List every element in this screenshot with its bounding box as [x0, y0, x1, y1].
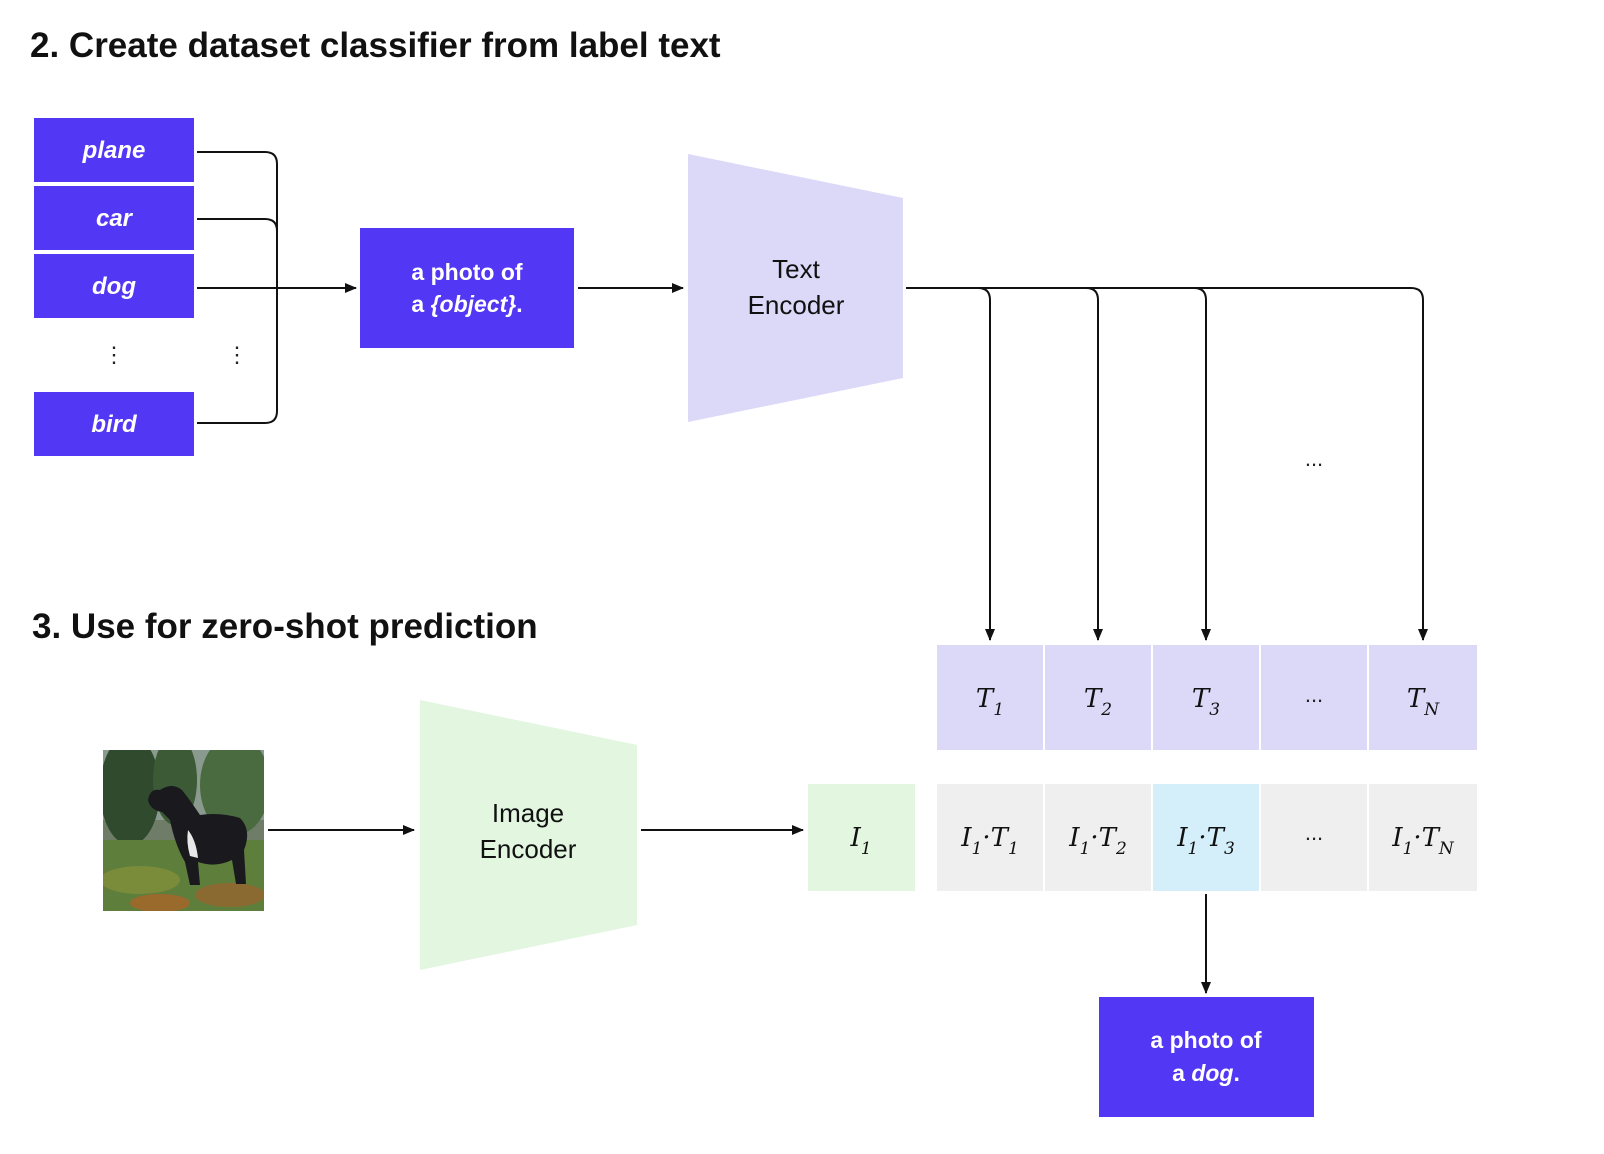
text-embedding-cell-1 — [937, 645, 1043, 750]
image-encoder-line2: Encoder — [480, 834, 577, 864]
template-box — [360, 228, 574, 348]
label-list-ellipsis: ⋮ — [103, 342, 125, 367]
arrow-to-tn — [1194, 287, 1428, 641]
label-list: plane car dog ⋮ ⋮ bird — [34, 118, 248, 456]
dot-product-i1tn: I1·TN — [1391, 823, 1455, 859]
template-text-line1: a photo of — [411, 259, 522, 285]
label-box-bird — [34, 392, 194, 456]
text-embedding-cell-5 — [1369, 645, 1477, 750]
text-embedding-cell-4 — [1261, 645, 1367, 750]
prediction-text-line2: a dog. — [1172, 1060, 1240, 1086]
connector-plane — [197, 151, 278, 288]
dot-product-row: I1·T1 I1·T2 I1·T3 ... I1·TN — [937, 784, 1477, 891]
dot-product-cell-4 — [1261, 784, 1367, 891]
arrow-to-t1 — [906, 287, 995, 641]
dot-product-cell-2 — [1045, 784, 1151, 891]
arrow-to-t3 — [1086, 287, 1211, 641]
text-embedding-arrows: ... — [906, 287, 1428, 641]
text-embedding-row: T1 T2 T3 ... TN — [937, 645, 1477, 750]
dog-photo — [103, 750, 264, 911]
dot-product-cell-5 — [1369, 784, 1477, 891]
dot-product-cell-1 — [937, 784, 1043, 891]
dot-product-i1t3: I1·T3 — [1176, 823, 1235, 859]
connector-car — [197, 218, 278, 288]
label-connectors — [197, 151, 357, 424]
prediction-text-line1: a photo of — [1150, 1027, 1261, 1053]
dot-product-cell-3-highlight — [1153, 784, 1259, 891]
text-embedding-cell-2 — [1045, 645, 1151, 750]
template-text-line2: a {object}. — [411, 291, 522, 317]
text-encoder — [688, 154, 903, 422]
section-2-title: 2. Create dataset classifier from label … — [30, 26, 721, 65]
text-embedding-t2: T2 — [1084, 684, 1112, 720]
text-embedding-t3: T3 — [1192, 684, 1220, 720]
connector-bird — [197, 288, 278, 424]
text-embedding-cell-3 — [1153, 645, 1259, 750]
text-embedding-t1: T1 — [976, 684, 1004, 720]
text-embedding-ellipsis: ... — [1305, 682, 1323, 707]
section-3-title: 3. Use for zero-shot prediction — [32, 607, 538, 646]
image-encoder — [420, 700, 637, 970]
dot-product-i1t1: I1·T1 — [960, 823, 1019, 859]
image-embedding-i1: I1 — [849, 823, 871, 859]
image-encoder-line1: Image — [492, 798, 564, 828]
text-encoder-line2: Encoder — [748, 290, 845, 320]
text-embedding-tn: TN — [1407, 684, 1440, 720]
label-box-car — [34, 186, 194, 250]
image-embedding-cell — [808, 784, 915, 891]
prediction-box — [1099, 997, 1314, 1117]
label-dog: dog — [92, 273, 136, 300]
label-box-dog — [34, 254, 194, 318]
label-bird: bird — [91, 411, 138, 438]
label-car: car — [96, 205, 134, 232]
text-embedding-arrows-ellipsis: ... — [1305, 446, 1323, 471]
label-box-plane — [34, 118, 194, 182]
arrow-to-t2 — [978, 287, 1103, 641]
connector-ellipsis: ⋮ — [226, 342, 248, 367]
dot-product-i1t2: I1·T2 — [1068, 823, 1127, 859]
text-encoder-line1: Text — [772, 254, 820, 284]
dot-product-ellipsis: ... — [1305, 820, 1323, 845]
label-plane: plane — [82, 137, 146, 164]
